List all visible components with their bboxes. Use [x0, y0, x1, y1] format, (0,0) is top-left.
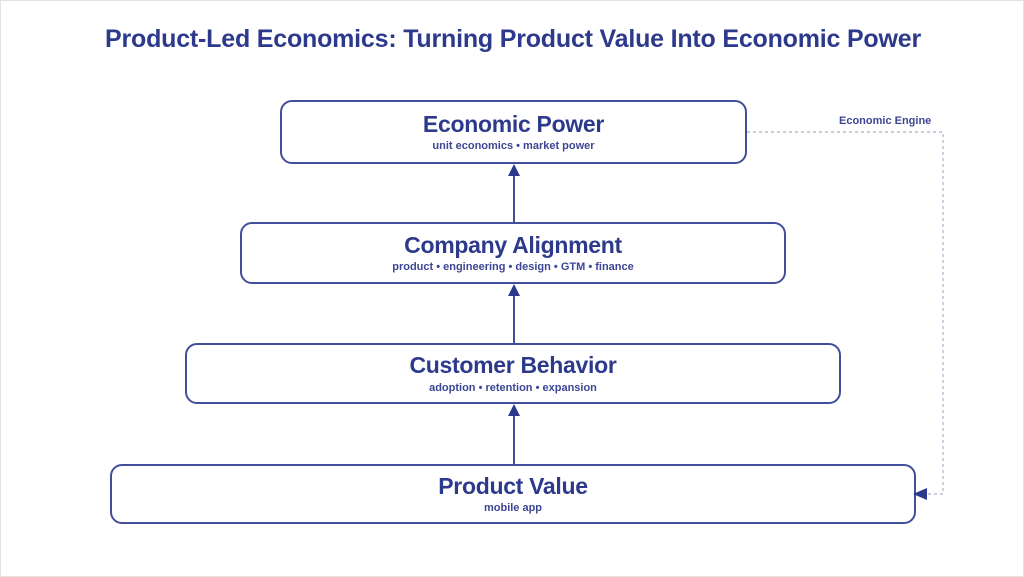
layer-subtitle-economic-power: unit economics • market power	[432, 140, 595, 153]
layer-box-economic-power[interactable]: Economic Power unit economics • market p…	[280, 100, 747, 164]
layer-title-economic-power: Economic Power	[422, 110, 605, 137]
layer-box-company-alignment[interactable]: Company Alignment product • engineering …	[240, 222, 786, 284]
arrow-company-alignment-to-economic-power	[505, 164, 523, 222]
feedback-loop-label: Economic Engine	[839, 115, 932, 127]
layer-subtitle-company-alignment: product • engineering • design • GTM • f…	[392, 261, 634, 274]
layer-subtitle-product-value: mobile app	[483, 502, 543, 515]
arrow-product-value-to-customer-behavior	[505, 404, 523, 464]
layer-title-customer-behavior: Customer Behavior	[409, 352, 617, 379]
layer-box-product-value[interactable]: Product Value mobile app	[110, 464, 916, 524]
arrow-customer-behavior-to-company-alignment	[505, 284, 523, 343]
page-title: Product-Led Economics: Turning Product V…	[105, 25, 921, 53]
layer-title-company-alignment: Company Alignment	[404, 231, 622, 258]
layer-title-product-value: Product Value	[438, 472, 588, 499]
layer-subtitle-customer-behavior: adoption • retention • expansion	[429, 381, 597, 394]
layer-box-customer-behavior[interactable]: Customer Behavior adoption • retention •…	[185, 343, 841, 404]
feedback-loop-connector	[741, 125, 956, 503]
